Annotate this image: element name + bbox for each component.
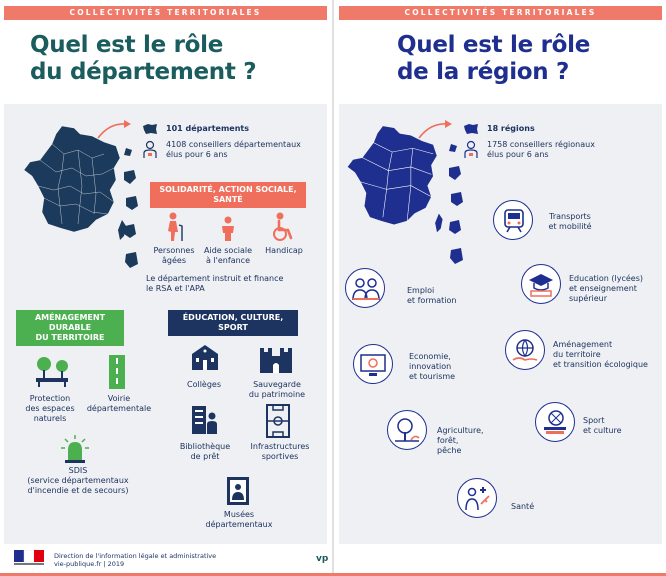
bottom-accent-line xyxy=(0,573,666,576)
emploi-circle xyxy=(345,268,385,308)
arrow-icon xyxy=(418,120,452,139)
bibliotheque-label: Bibliothèque de prêt xyxy=(179,442,231,461)
small-map-icon xyxy=(143,124,157,134)
voirie-label: Voirie départementale xyxy=(86,394,152,413)
child-welfare-label: Aide sociale à l'enfance xyxy=(204,246,252,265)
small-map-icon xyxy=(464,124,478,134)
marianne-flag-icon xyxy=(14,550,44,565)
dept-count: 101 départements xyxy=(166,124,249,133)
rsa-text: Le département instruit et finance le RS… xyxy=(146,274,284,293)
amenagement-heading: AMÉNAGEMENT DURABLE DU TERRITOIRE xyxy=(16,310,124,346)
education-label: Education (lycées) et enseignement supér… xyxy=(569,274,643,303)
sante-circle xyxy=(457,478,497,518)
dept-councillors: 4108 conseillers départementaux élus pou… xyxy=(166,140,301,159)
councillor-icon xyxy=(464,140,478,158)
museum-frame-icon xyxy=(227,477,249,505)
musees-label: Musées départementaux xyxy=(205,510,273,529)
elderly-icon xyxy=(168,212,183,241)
sport-ball-icon xyxy=(544,410,566,434)
department-panel: COLLECTIVITÉS TERRITORIALES Quel est le … xyxy=(0,0,331,576)
road-icon xyxy=(109,355,125,389)
amenagement-circle xyxy=(505,330,545,370)
handicap-label: Handicap xyxy=(265,246,303,255)
vp-logo: vp xyxy=(316,554,329,564)
overseas-regions-icon xyxy=(449,144,463,264)
sport-circle xyxy=(535,402,575,442)
people-icon xyxy=(352,278,380,301)
education-heading: ÉDUCATION, CULTURE, SPORT xyxy=(168,310,298,336)
france-regions-map-icon xyxy=(347,125,443,233)
sdis-label: SDIS (service départementaux d'incendie … xyxy=(27,466,129,495)
emploi-label: Emploi et formation xyxy=(407,286,457,305)
region-title: Quel est le rôle de la région ? xyxy=(397,32,591,85)
agriculture-label: Agriculture, forêt, pêche xyxy=(437,426,484,455)
transports-label: Transports et mobilité xyxy=(548,212,592,231)
region-councillors: 1758 conseillers régionaux élus pour 6 a… xyxy=(487,140,595,159)
elderly-label: Personnes âgées xyxy=(153,246,195,265)
wheelchair-icon xyxy=(273,212,293,241)
region-count: 18 régions xyxy=(487,124,535,133)
train-icon xyxy=(504,209,524,233)
child-icon xyxy=(222,216,234,241)
banner-right: COLLECTIVITÉS TERRITORIALES xyxy=(339,6,662,20)
economy-screen-icon xyxy=(360,354,386,376)
sports-field-icon xyxy=(266,404,290,438)
infrastructures-label: Infrastructures sportives xyxy=(250,442,310,461)
library-icon xyxy=(192,406,217,434)
castle-icon xyxy=(260,348,292,373)
agriculture-circle xyxy=(387,410,427,450)
region-panel: COLLECTIVITÉS TERRITORIALES Quel est le … xyxy=(335,0,666,576)
park-bench-icon xyxy=(36,357,68,387)
sport-label: Sport et culture xyxy=(583,416,622,435)
economie-label: Economie, innovation et tourisme xyxy=(409,352,456,381)
panel-divider xyxy=(332,0,334,576)
dept-title: Quel est le rôle du département ? xyxy=(30,32,257,85)
sante-label: Santé xyxy=(511,502,535,511)
arrow-icon xyxy=(97,120,131,139)
footer-text: Direction de l'information légale et adm… xyxy=(54,552,217,568)
economie-circle xyxy=(353,344,393,384)
france-departments-map-icon xyxy=(23,125,126,240)
dept-content-area: 101 départements 4108 conseillers départ… xyxy=(4,104,327,544)
banner-left: COLLECTIVITÉS TERRITORIALES xyxy=(4,6,327,20)
protection-label: Protection des espaces naturels xyxy=(25,394,75,423)
councillor-icon xyxy=(143,140,157,158)
colleges-label: Collèges xyxy=(186,380,221,389)
region-content-area: 18 régions 1758 conseillers régionaux él… xyxy=(339,104,662,544)
graduation-cap-icon xyxy=(529,274,553,297)
patrimoine-label: Sauvegarde du patrimoine xyxy=(248,380,306,399)
overseas-departments-icon xyxy=(124,148,138,268)
globe-hand-icon xyxy=(512,339,538,361)
tree-icon xyxy=(395,418,420,442)
transport-circle xyxy=(493,200,533,240)
college-building-icon xyxy=(192,345,218,370)
amenagement-label: Aménagement du territoire et transition … xyxy=(553,340,648,369)
solidarity-heading: SOLIDARITÉ, ACTION SOCIALE, SANTÉ xyxy=(150,182,306,208)
siren-icon xyxy=(61,435,89,463)
health-icon xyxy=(465,487,490,511)
